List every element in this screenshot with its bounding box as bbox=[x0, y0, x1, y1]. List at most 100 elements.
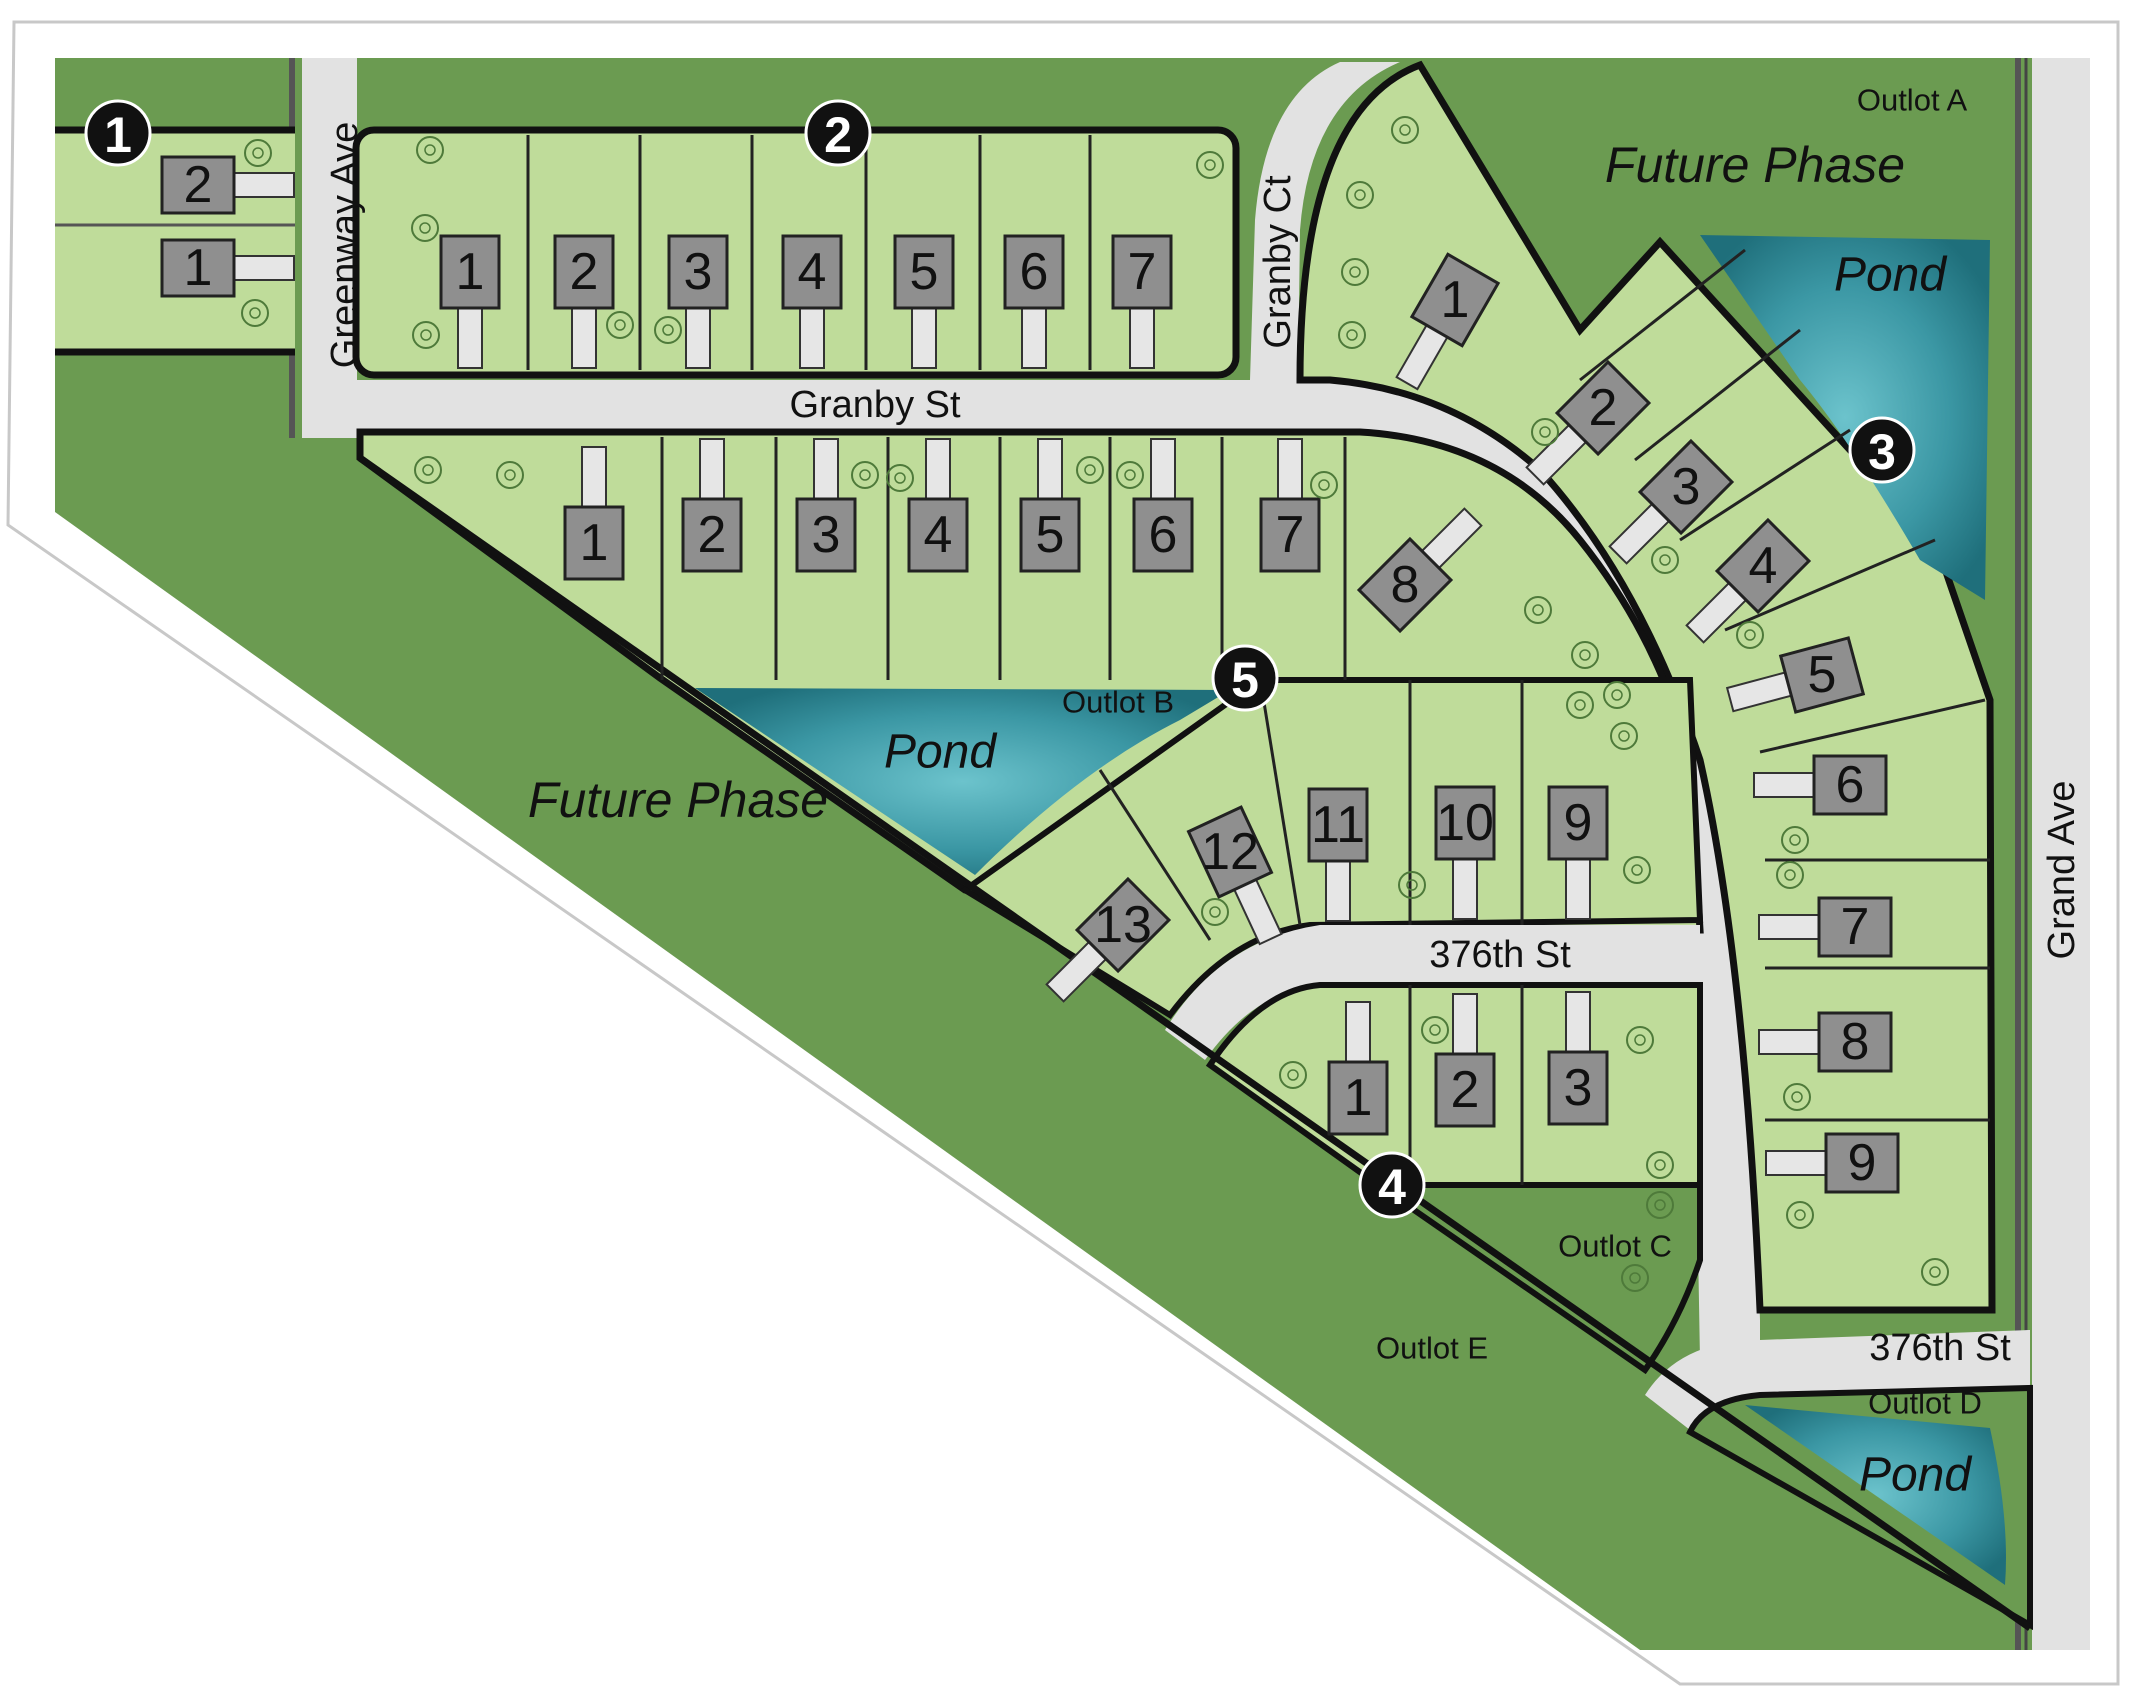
lot-number: 5 bbox=[910, 243, 939, 301]
tree-icon bbox=[1421, 1016, 1449, 1044]
house-footprint bbox=[1409, 252, 1501, 348]
driveway bbox=[1765, 1150, 1827, 1176]
lot-number: 4 bbox=[798, 243, 827, 301]
tree-icon bbox=[1279, 1061, 1307, 1089]
lot-number: 1 bbox=[580, 514, 609, 572]
tree-icon bbox=[1571, 641, 1599, 669]
lot-number: 11 bbox=[1311, 796, 1365, 854]
house-footprint bbox=[1554, 359, 1652, 457]
lot-house: 12 bbox=[1186, 805, 1283, 946]
grand-ave-label: Grand Ave bbox=[2041, 781, 2083, 960]
tree-icon bbox=[1646, 1151, 1674, 1179]
granby-st-label: Granby St bbox=[789, 384, 961, 426]
driveway bbox=[1758, 1029, 1820, 1055]
lot-number: 12 bbox=[1201, 823, 1259, 881]
house-footprint bbox=[553, 234, 615, 310]
lot-number: 7 bbox=[1841, 898, 1870, 956]
house-footprint bbox=[1259, 497, 1321, 573]
house-footprint bbox=[1356, 536, 1454, 634]
lot-house: 7 bbox=[1259, 438, 1321, 573]
marker-circle bbox=[1211, 644, 1279, 712]
driveway bbox=[685, 307, 711, 369]
lot-house: 1 bbox=[1395, 252, 1501, 391]
lot-line bbox=[1579, 248, 1746, 382]
lot-number: 1 bbox=[1441, 271, 1470, 329]
house-footprint bbox=[1434, 785, 1496, 861]
driveway bbox=[1565, 991, 1591, 1053]
house-footprint bbox=[1547, 785, 1609, 861]
house-footprint bbox=[781, 234, 843, 310]
granby-ct-block bbox=[1296, 60, 1996, 1314]
house-footprint bbox=[667, 234, 729, 310]
house-footprint bbox=[1307, 787, 1369, 863]
phase-marker-3: 3 bbox=[1848, 416, 1916, 484]
lot-number: 2 bbox=[1589, 379, 1618, 437]
lot-number: 6 bbox=[1836, 756, 1865, 814]
tree-icon bbox=[654, 316, 682, 344]
lot-house: 3 bbox=[795, 438, 857, 573]
house-footprint bbox=[1778, 636, 1866, 714]
driveway bbox=[1277, 438, 1303, 500]
lot-line bbox=[1260, 689, 1302, 926]
tree-icon bbox=[1116, 461, 1144, 489]
tree-icon bbox=[1921, 1258, 1949, 1286]
lot-house: 2 bbox=[1434, 993, 1496, 1128]
lot-house: 10 bbox=[1434, 785, 1496, 920]
pond-north bbox=[1700, 235, 1990, 600]
granby-ct-road bbox=[1250, 62, 1400, 380]
lot-house: 11 bbox=[1307, 787, 1369, 922]
lot-house: 2 bbox=[160, 155, 295, 215]
lot-house: 4 bbox=[907, 438, 969, 573]
house-footprint bbox=[1132, 497, 1194, 573]
tree-icon bbox=[1531, 418, 1559, 446]
driveway bbox=[457, 307, 483, 369]
lot-line bbox=[1634, 328, 1801, 462]
lot-number: 5 bbox=[1808, 646, 1837, 704]
lot-number: 1 bbox=[456, 243, 485, 301]
lot-line bbox=[1098, 769, 1212, 941]
marker-circle bbox=[1848, 416, 1916, 484]
tree-icon bbox=[1201, 898, 1229, 926]
lot-number: 4 bbox=[924, 506, 953, 564]
outlot-a-label: Outlot A bbox=[1857, 83, 1968, 118]
tree-icon bbox=[1626, 1026, 1654, 1054]
house-footprint bbox=[1817, 896, 1893, 958]
outlot-c-label: Outlot C bbox=[1558, 1229, 1672, 1264]
lot-house: 9 bbox=[1547, 785, 1609, 920]
tree-icon bbox=[886, 464, 914, 492]
house-footprint bbox=[1327, 1060, 1389, 1136]
st376-inner-label: 376th St bbox=[1429, 934, 1571, 976]
tree-icon bbox=[1524, 596, 1552, 624]
lot-number: 4 bbox=[1749, 537, 1778, 595]
future-phase-label-north: Future Phase bbox=[1605, 137, 1905, 193]
house-footprint bbox=[1111, 234, 1173, 310]
outlot-b-label: Outlot B bbox=[1062, 685, 1174, 720]
lot-house: 1 bbox=[439, 234, 501, 369]
lot-house: 5 bbox=[1019, 438, 1081, 573]
lot-number: 1 bbox=[184, 239, 213, 297]
lot-number: 13 bbox=[1094, 896, 1152, 954]
pond-middle bbox=[695, 688, 1230, 875]
lot-house: 1 bbox=[160, 238, 295, 298]
tree-icon bbox=[1783, 1083, 1811, 1111]
lot-number: 7 bbox=[1128, 243, 1157, 301]
house-footprint bbox=[795, 497, 857, 573]
house-footprint bbox=[1019, 497, 1081, 573]
house-footprint bbox=[1547, 1050, 1609, 1126]
pond-label-south: Pond bbox=[1859, 1449, 1972, 1502]
lot-number: 8 bbox=[1841, 1013, 1870, 1071]
marker-circle bbox=[804, 99, 872, 167]
tree-icon bbox=[414, 456, 442, 484]
lot-number: 2 bbox=[698, 506, 727, 564]
lot-number: 2 bbox=[570, 243, 599, 301]
tree-icon bbox=[1398, 871, 1426, 899]
driveway bbox=[1345, 1001, 1371, 1063]
tree-layer bbox=[241, 116, 1949, 1292]
lot-number: 7 bbox=[1276, 506, 1305, 564]
lot-house: 4 bbox=[781, 234, 843, 369]
marker-number: 4 bbox=[1378, 1159, 1406, 1215]
driveway bbox=[1452, 993, 1478, 1055]
lot-line bbox=[1759, 698, 1986, 754]
house-footprint bbox=[907, 497, 969, 573]
